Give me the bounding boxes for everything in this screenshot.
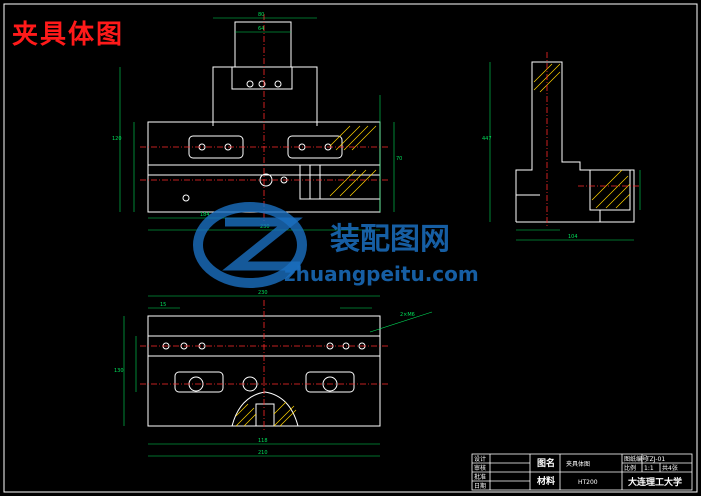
tb-row-review: 审核 [474,464,486,472]
dim-top-70: 70 [396,156,402,162]
tb-material: HT200 [578,479,598,486]
watermark-logo [193,202,307,288]
watermark-cn: 装配图网 [330,222,450,257]
title-block [471,453,693,491]
side-view [515,61,635,223]
watermark-en: zhuangpeitu.com [284,262,479,286]
tb-school: 大连理工大学 [628,476,682,488]
dim-front-130: 130 [114,368,124,374]
drawing-title: 夹具体图 [12,20,125,50]
top-view-dimensions [119,17,395,231]
dim-top-230: 230 [260,224,270,230]
watermark-logo-z [222,217,303,271]
tb-scale: 1:1 [644,465,654,472]
dim-front-118: 118 [258,438,268,444]
tb-row-approve: 批准 [474,473,486,481]
dim-side-104: 104 [568,234,578,240]
dim-top-120: 120 [112,136,122,142]
dim-top-64: 64 [258,26,264,32]
title-block-text: 设计 审核 批准 日期 图名 夹具体图 材料 HT200 图纸编号 TZJ-01… [474,455,682,490]
tb-material-label: 材料 [536,475,555,487]
dim-front-m6: 2×M6 [400,312,415,318]
tb-name: 夹具体图 [566,460,590,468]
front-view-hatch [235,401,297,427]
dim-top-184: 184 [200,212,210,218]
tb-drawing-no-label: 图纸编号 [624,455,648,463]
tb-drawing-no: TZJ-01 [645,456,665,463]
side-view-dimensions [489,62,641,241]
dim-top-80: 80 [258,12,264,18]
top-view-hatch [329,125,377,197]
dim-front-210: 210 [258,450,268,456]
tb-scale-label: 比例 [624,464,636,472]
tb-row-date: 日期 [474,482,486,490]
tb-sheet: 共4张 [662,464,678,472]
tb-row-design: 设计 [474,455,486,463]
front-view-dimensions [123,295,433,457]
side-view-dim-text: 447 104 [482,136,578,240]
dim-front-15: 15 [160,302,166,308]
front-view-centerlines [140,300,388,432]
dim-front-230: 230 [258,290,268,296]
front-view-dim-text: 230 15 118 210 130 2×M6 [114,290,415,456]
side-view-hatch [533,63,631,209]
drawing-border [3,3,698,493]
tb-name-label: 图名 [537,457,555,469]
top-view-dim-text: 80 64 120 230 184 70 [112,12,402,230]
top-view-centerlines [140,14,388,222]
side-view-centerlines [546,52,640,228]
dim-side-447: 447 [482,136,492,142]
